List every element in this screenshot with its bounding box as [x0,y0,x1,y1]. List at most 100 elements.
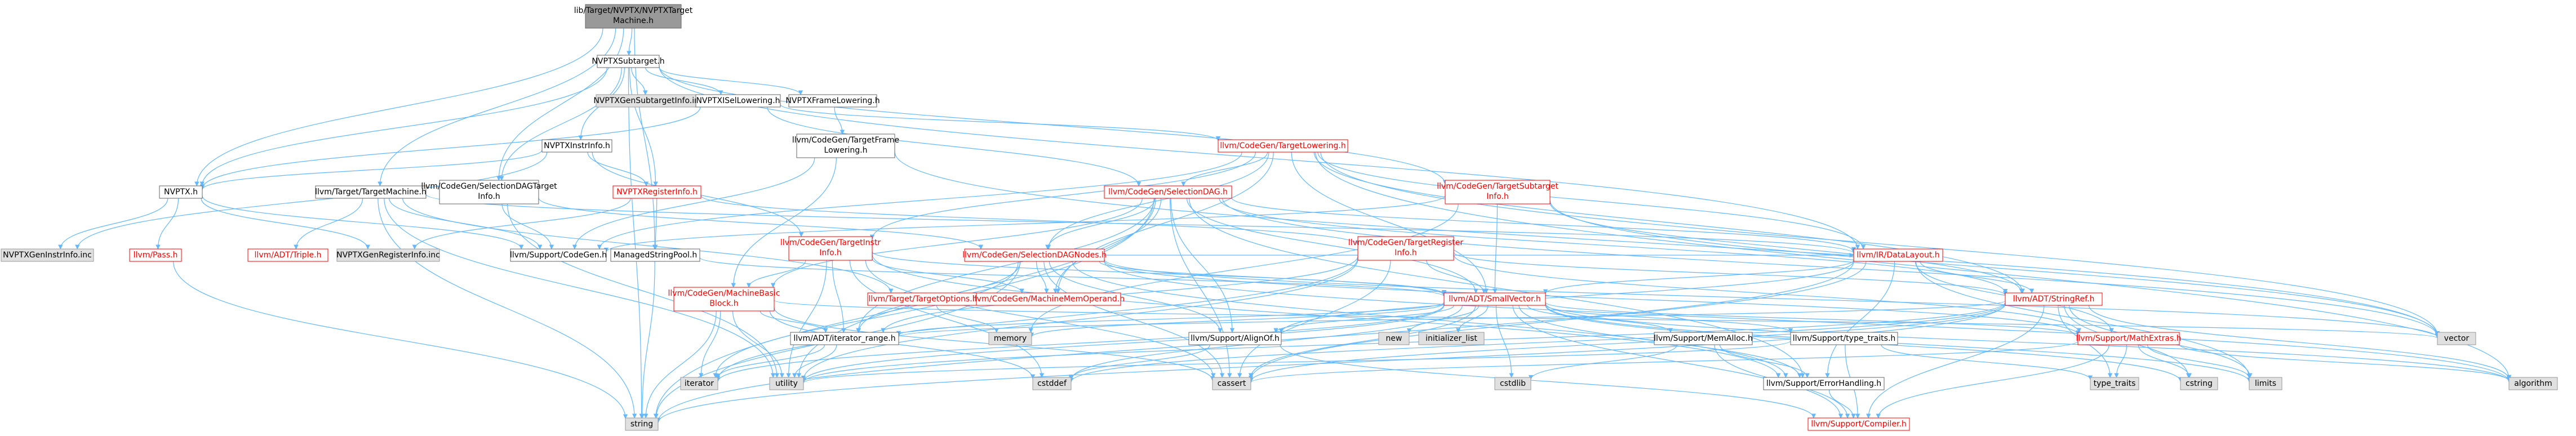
dependency-edge [849,260,1045,378]
dependency-edge [715,344,825,379]
node-framelow[interactable]: NVPTXFrameLowering.h [785,94,880,108]
node-sdag[interactable]: llvm/CodeGen/SelectionDAG.h [1104,185,1232,199]
dependency-edge [699,310,721,378]
dependency-edge [1049,261,1223,333]
dependency-edge [655,303,2006,424]
dependency-edge [384,198,776,378]
node-sdnodes[interactable]: llvm/CodeGen/SelectionDAGNodes.h [962,248,1107,262]
node-typetraits: type_traits [2090,377,2139,390]
dependency-edge [1426,260,1486,293]
node-box [1654,332,1753,345]
dependency-edge [1549,202,2024,293]
dependency-edge [199,149,543,190]
dependency-edge [2147,344,2252,379]
node-compiler[interactable]: llvm/Support/Compiler.h [1807,417,1910,431]
node-box [1357,236,1454,261]
dependency-edge [1273,305,1455,333]
dependency-edge [894,152,2440,337]
node-nvptxh[interactable]: NVPTX.h [159,185,203,199]
node-smallvec[interactable]: llvm/ADT/SmallVector.h [1444,292,1546,306]
dependency-edge [1046,152,1269,250]
dependency-edge [1453,252,2008,296]
dependency-edge [156,198,179,250]
dependency-edge [1053,198,1162,293]
node-alignof[interactable]: llvm/Support/AlignOf.h [1188,332,1282,345]
dependency-edge [713,261,1019,378]
node-cstddef: cstddef [1032,377,1072,390]
node-topts[interactable]: llvm/Target/TargetOptions.h [867,292,979,306]
node-tl[interactable]: llvm/CodeGen/TargetLowering.h [1218,139,1348,153]
node-box [1188,332,1282,345]
dependency-edge [173,261,628,419]
dependency-edge [1455,305,1489,333]
node-memalloc[interactable]: llvm/Support/MemAlloc.h [1654,332,1753,345]
node-reginfo[interactable]: NVPTXRegisterInfo.h [612,185,701,199]
dependency-edge [2088,305,2512,380]
node-box [1032,377,1072,390]
node-iterrange[interactable]: llvm/ADT/iterator_range.h [790,332,899,345]
dependency-edge [1036,261,1049,293]
node-label: llvm/CodeGen/TargetLowering.h [1220,141,1346,150]
dependency-edge [1545,303,2512,382]
node-label: iterator [685,379,714,388]
dependency-edge [628,67,644,419]
node-errh[interactable]: llvm/Support/ErrorHandling.h [1763,377,1885,390]
dependency-edge [639,261,655,419]
dependency-edge [801,340,1791,384]
node-dl[interactable]: llvm/IR/DataLayout.h [1853,248,1943,262]
node-box [976,292,1121,306]
dependency-edge [700,195,1360,246]
node-supcg[interactable]: llvm/Support/CodeGen.h [510,248,607,262]
node-box [1104,185,1232,199]
dependency-edge [801,305,1445,382]
node-label: new [1386,334,1402,343]
node-isel[interactable]: NVPTXISelLowering.h [695,94,781,108]
node-pass[interactable]: llvm/Pass.h [129,248,182,262]
node-box [612,185,701,199]
node-ttm[interactable]: llvm/Target/TargetMachine.h [315,185,427,199]
node-label: llvm/ADT/SmallVector.h [1449,295,1541,304]
dependency-edge [2179,344,2512,382]
node-mmo[interactable]: llvm/CodeGen/MachineMemOperand.h [972,292,1125,306]
node-box [2508,377,2558,390]
node-instrinfo[interactable]: NVPTXInstrInfo.h [541,139,612,153]
dependency-edge [746,260,806,288]
node-msp[interactable]: ManagedStringPool.h [610,248,700,262]
dependency-edge [1549,200,2440,336]
node-utility: utility [769,377,804,390]
node-box [1212,377,1251,390]
node-subtarget[interactable]: NVPTXSubtarget.h [592,55,665,68]
node-label: NVPTXSubtarget.h [592,57,664,66]
node-label: llvm/Support/ErrorHandling.h [1766,379,1881,388]
dependency-edge [1104,260,2081,335]
node-mathextras[interactable]: llvm/Support/MathExtras.h [2076,332,2182,345]
node-label: type_traits [2094,379,2136,388]
node-box [585,4,682,29]
node-label: NVPTXInstrInfo.h [544,141,610,150]
node-cstdlib: cstdlib [1494,377,1531,390]
node-box [610,248,700,262]
node-algorithm: algorithm [2508,377,2558,390]
node-box [1444,292,1546,306]
node-box [597,55,660,68]
node-label: NVPTXFrameLowering.h [785,96,880,105]
node-triple[interactable]: llvm/ADT/Triple.h [247,248,328,262]
node-box [510,248,607,262]
node-box [788,236,873,261]
node-box [964,248,1105,262]
dependency-edge [1495,305,1514,378]
node-label: cstddef [1037,379,1067,388]
node-box [769,377,804,390]
dependency-edge [832,260,846,333]
node-stringref[interactable]: llvm/ADT/StringRef.h [2005,292,2103,306]
node-typetraitsh[interactable]: llvm/Support/type_traits.h [1790,332,1898,345]
